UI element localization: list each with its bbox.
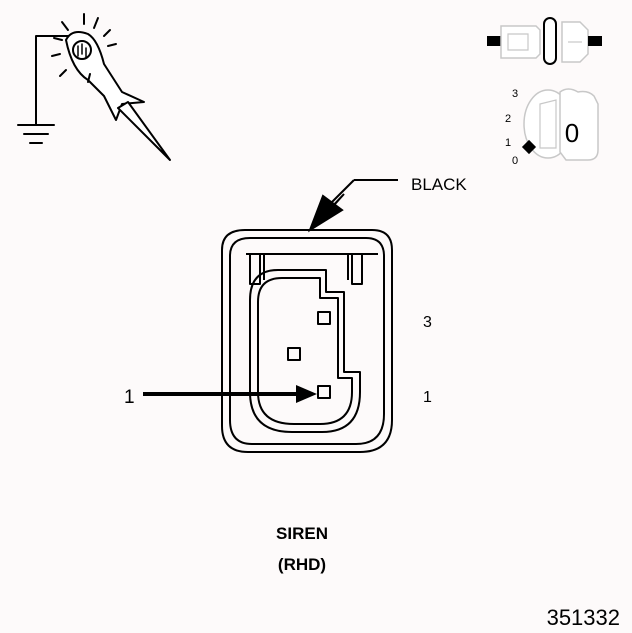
terminal-1 bbox=[317, 385, 331, 399]
connector-face bbox=[221, 229, 393, 453]
color-leader bbox=[308, 179, 398, 233]
key-position-3: 3 bbox=[512, 88, 518, 100]
pin-label-1: 1 bbox=[423, 389, 432, 406]
connector-name: SIREN bbox=[276, 524, 328, 543]
terminal-2 bbox=[287, 347, 301, 361]
key-position-2: 2 bbox=[505, 113, 511, 125]
callout-number: 1 bbox=[124, 387, 135, 408]
callout-arrow bbox=[143, 385, 317, 403]
ground-icon bbox=[17, 124, 55, 144]
key-position-1: 1 bbox=[505, 137, 511, 149]
connector-variant: (RHD) bbox=[278, 555, 326, 574]
figure-number: 351332 bbox=[547, 605, 620, 630]
color-label: BLACK bbox=[411, 175, 467, 194]
key-position-0: 0 bbox=[512, 155, 518, 167]
pin-label-3: 3 bbox=[423, 314, 432, 331]
disconnected-connector-icon bbox=[487, 17, 602, 65]
key-label: 0 bbox=[565, 118, 579, 148]
terminal-3 bbox=[317, 311, 331, 325]
key-position-marker bbox=[521, 139, 537, 155]
ignition-key-icon: 0 3 2 1 0 bbox=[505, 88, 599, 167]
test-lamp-icon bbox=[35, 13, 171, 161]
